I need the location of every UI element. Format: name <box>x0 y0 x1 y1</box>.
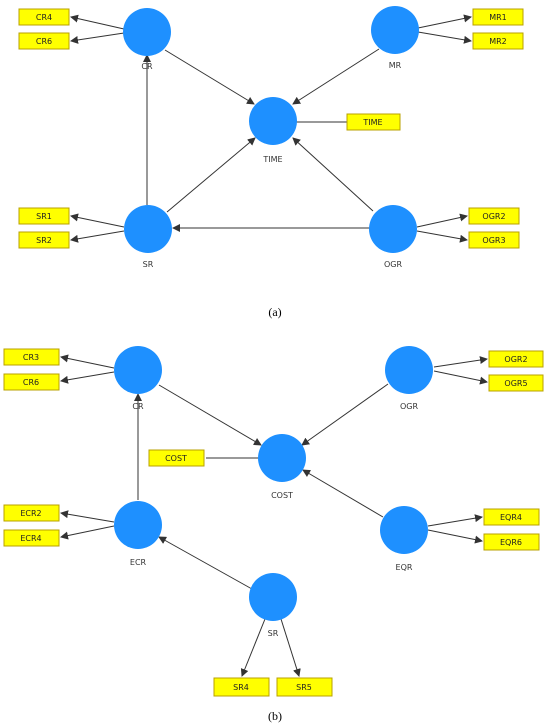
indicator-cr4 <box>18 8 70 26</box>
construct-sr <box>124 205 172 253</box>
indicator-ogr2 <box>468 207 520 225</box>
indicator-label-ogr5: OGR5 <box>504 379 527 388</box>
loading-ogr-to-ogr2 <box>433 356 488 368</box>
loading-cr-to-cr3 <box>60 354 115 369</box>
construct-cr <box>114 346 162 394</box>
construct-label-eqr: EQR <box>396 563 413 572</box>
path-ogr-to-time <box>292 137 374 212</box>
indicator-ogr3 <box>468 231 520 249</box>
indicator-ecr4 <box>3 529 60 547</box>
loading-sr-to-sr5 <box>280 618 301 677</box>
indicator-cr6 <box>3 373 60 391</box>
indicator-label-sr4: SR4 <box>233 683 249 692</box>
indicator-eqr4 <box>483 508 540 526</box>
construct-mr <box>371 6 419 54</box>
indicator-label-eqr6: EQR6 <box>500 538 522 547</box>
path-mr-to-time <box>292 48 380 105</box>
loading-ogr-to-ogr3 <box>416 230 468 243</box>
caption-b: (b) <box>268 709 282 723</box>
indicator-cost <box>148 449 205 467</box>
indicator-label-ecr4: ECR4 <box>20 534 41 543</box>
indicator-ogr2 <box>488 350 544 368</box>
indicator-label-ogr3: OGR3 <box>482 236 505 245</box>
indicator-label-cr6: CR6 <box>23 378 39 387</box>
construct-ecr <box>114 501 162 549</box>
indicator-sr4 <box>213 677 270 697</box>
path-sr-to-time <box>166 137 256 213</box>
construct-label-mr: MR <box>389 61 402 70</box>
indicator-label-sr2: SR2 <box>36 236 52 245</box>
loading-cr-to-cr6 <box>60 371 115 384</box>
caption-a: (a) <box>268 305 281 319</box>
indicator-time <box>346 113 401 131</box>
path-cr-to-time <box>164 49 255 105</box>
loading-eqr-to-eqr6 <box>427 529 483 544</box>
loading-sr-to-sr4 <box>240 618 266 677</box>
construct-cost <box>258 434 306 482</box>
indicator-cr6 <box>18 32 70 50</box>
construct-time <box>249 97 297 145</box>
loading-ecr-to-ecr4 <box>60 525 115 540</box>
indicator-mr2 <box>472 32 524 50</box>
indicator-label-mr2: MR2 <box>489 37 507 46</box>
indicator-sr2 <box>18 231 70 249</box>
construct-cr <box>123 8 171 56</box>
indicator-eqr6 <box>483 533 540 551</box>
path-cr-to-cost <box>158 384 262 446</box>
indicator-label-ogr2: OGR2 <box>504 355 527 364</box>
construct-ogr <box>369 205 417 253</box>
construct-label-time: TIME <box>262 155 282 164</box>
construct-label-sr: SR <box>143 260 154 269</box>
indicator-label-mr1: MR1 <box>489 13 507 22</box>
construct-label-sr: SR <box>268 629 279 638</box>
indicator-label-cr3: CR3 <box>23 353 39 362</box>
indicator-label-cr4: CR4 <box>36 13 52 22</box>
construct-label-ecr: ECR <box>130 558 147 567</box>
construct-label-cost: COST <box>271 491 293 500</box>
panel-b: CR OGR COST ECR EQR SR CR3 CR6 OGR2 OGR5… <box>3 346 544 723</box>
loading-cr-to-cr4 <box>70 14 125 30</box>
indicator-label-ogr2: OGR2 <box>482 212 505 221</box>
indicator-ogr5 <box>488 374 544 392</box>
path-eqr-to-cost <box>302 469 384 518</box>
construct-label-ogr: OGR <box>400 402 418 411</box>
loading-cr-to-cr6 <box>70 32 125 44</box>
panel-a: CR MR TIME SR OGR CR4 CR6 MR1 MR2 TIME S… <box>18 6 524 319</box>
loading-ecr-to-ecr2 <box>60 510 115 523</box>
indicator-ecr2 <box>3 504 60 522</box>
path-ogr-to-cost <box>301 383 389 446</box>
loading-ogr-to-ogr2 <box>416 213 468 228</box>
construct-label-cr: CR <box>141 62 153 71</box>
loading-sr-to-sr1 <box>70 213 125 228</box>
loading-mr-to-mr2 <box>417 31 472 44</box>
loading-mr-to-mr1 <box>417 14 472 29</box>
indicator-sr5 <box>276 677 333 697</box>
construct-sr <box>249 573 297 621</box>
construct-label-ogr: OGR <box>384 260 402 269</box>
indicator-label-cost: COST <box>165 454 187 463</box>
construct-ogr <box>385 346 433 394</box>
construct-label-cr: CR <box>132 402 144 411</box>
indicator-label-time: TIME <box>362 118 382 127</box>
indicator-label-sr5: SR5 <box>296 683 312 692</box>
loading-ogr-to-ogr5 <box>433 370 488 385</box>
path-sr-to-ecr <box>158 536 253 590</box>
loading-eqr-to-eqr4 <box>427 514 483 527</box>
indicator-cr3 <box>3 348 60 366</box>
loading-sr-to-sr2 <box>70 230 125 243</box>
indicator-label-sr1: SR1 <box>36 212 52 221</box>
indicator-label-cr6: CR6 <box>36 37 52 46</box>
indicator-label-ecr2: ECR2 <box>20 509 41 518</box>
indicator-sr1 <box>18 207 70 225</box>
indicator-label-eqr4: EQR4 <box>500 513 522 522</box>
construct-eqr <box>380 506 428 554</box>
indicator-mr1 <box>472 8 524 26</box>
